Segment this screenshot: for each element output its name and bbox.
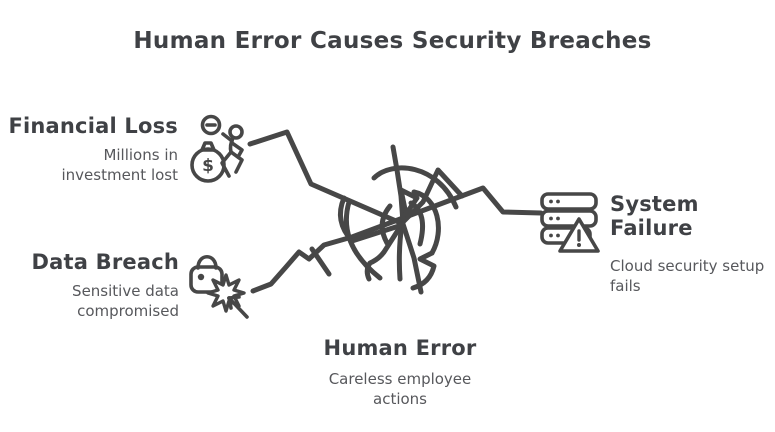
financial-loss-heading: Financial Loss [8, 114, 178, 138]
connector-data-breach-system-failure [250, 185, 544, 294]
crack-topright-zigzag [400, 167, 465, 225]
broken-lock-icon [189, 254, 249, 319]
lock-body [189, 265, 224, 294]
shard-bottom-right [410, 250, 437, 291]
node-financial-loss: Financial Loss Millions in investment lo… [0, 114, 178, 185]
ring-mid-right [411, 189, 441, 256]
node-human-error: Human Error Careless employee actions [295, 336, 505, 409]
data-breach-description: Sensitive data compromised [72, 282, 179, 320]
attack-arrow-icon [227, 296, 249, 319]
crack-down-left [364, 221, 405, 282]
runner-head [228, 124, 244, 140]
crack-down-vertical [396, 221, 405, 282]
ring-inner-left [379, 203, 393, 246]
crack-spur-left [309, 246, 332, 277]
node-data-breach: Data Breach Sensitive data compromised [0, 250, 180, 321]
crack-top-vertical [390, 144, 406, 225]
dollar-sign-glyph: $ [202, 156, 214, 176]
diagram-title: Human Error Causes Security Breaches [133, 28, 652, 54]
financial-loss-description: Millions in investment lost [61, 146, 178, 184]
connector-financial-loss [247, 129, 406, 227]
minus-coin-icon [200, 114, 222, 136]
money-loss-icon: $ [190, 114, 244, 183]
server-row [540, 192, 598, 211]
human-error-heading: Human Error [323, 336, 477, 360]
node-system-failure: System Failure Cloud security setup fail… [610, 192, 775, 296]
ring-inner-right [408, 200, 425, 247]
human-error-description: Careless employee actions [328, 370, 472, 408]
data-breach-heading: Data Breach [31, 250, 179, 274]
ring-outer-top [371, 165, 459, 210]
crack-down-right [400, 221, 424, 295]
wedge-bottom-edge [349, 222, 405, 244]
server-row [540, 209, 598, 228]
lock-shackle [196, 254, 218, 270]
wedge-arc [337, 195, 355, 244]
server-warning-icon [540, 192, 600, 253]
system-failure-description: Cloud security setup fails [610, 257, 765, 295]
lock-keyhole [197, 273, 205, 281]
system-failure-heading: System Failure [610, 192, 699, 240]
